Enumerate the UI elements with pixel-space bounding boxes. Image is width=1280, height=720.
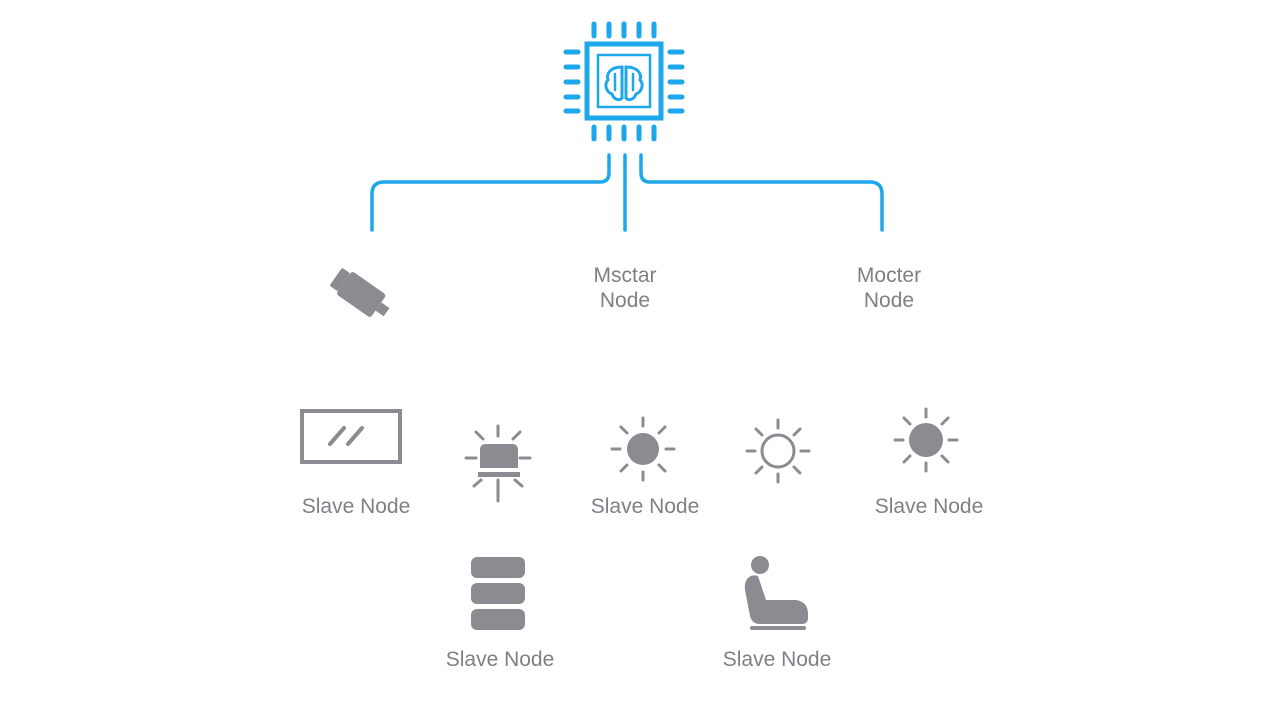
window-icon (300, 409, 402, 464)
slave-node-label-3: Slave Node (874, 495, 984, 518)
master-node-center-line1: Msctar (593, 264, 657, 287)
master-node-center-line2: Node (599, 289, 651, 312)
sun-filled-icon (610, 416, 676, 482)
sun-outline-icon (745, 418, 811, 484)
car-seat-icon (744, 556, 808, 630)
slave-node-label-1: Slave Node (301, 495, 411, 518)
slave-node-label-5: Slave Node (722, 648, 832, 671)
connection-lines (370, 153, 884, 232)
server-stack-icon (471, 557, 525, 630)
master-node-right-label: Mocter Node (857, 263, 921, 313)
slave-node-label-4: Slave Node (445, 648, 555, 671)
connector-icon (330, 268, 390, 317)
sun-filled-right-icon (893, 407, 959, 473)
master-node-right-line1: Mocter (856, 264, 922, 287)
cpu-chip-icon (563, 21, 685, 142)
master-node-right-line2: Node (863, 289, 915, 312)
bulb-icon (464, 424, 532, 503)
slave-node-label-2: Slave Node (590, 495, 700, 518)
master-node-center-label: Msctar Node (594, 263, 657, 313)
